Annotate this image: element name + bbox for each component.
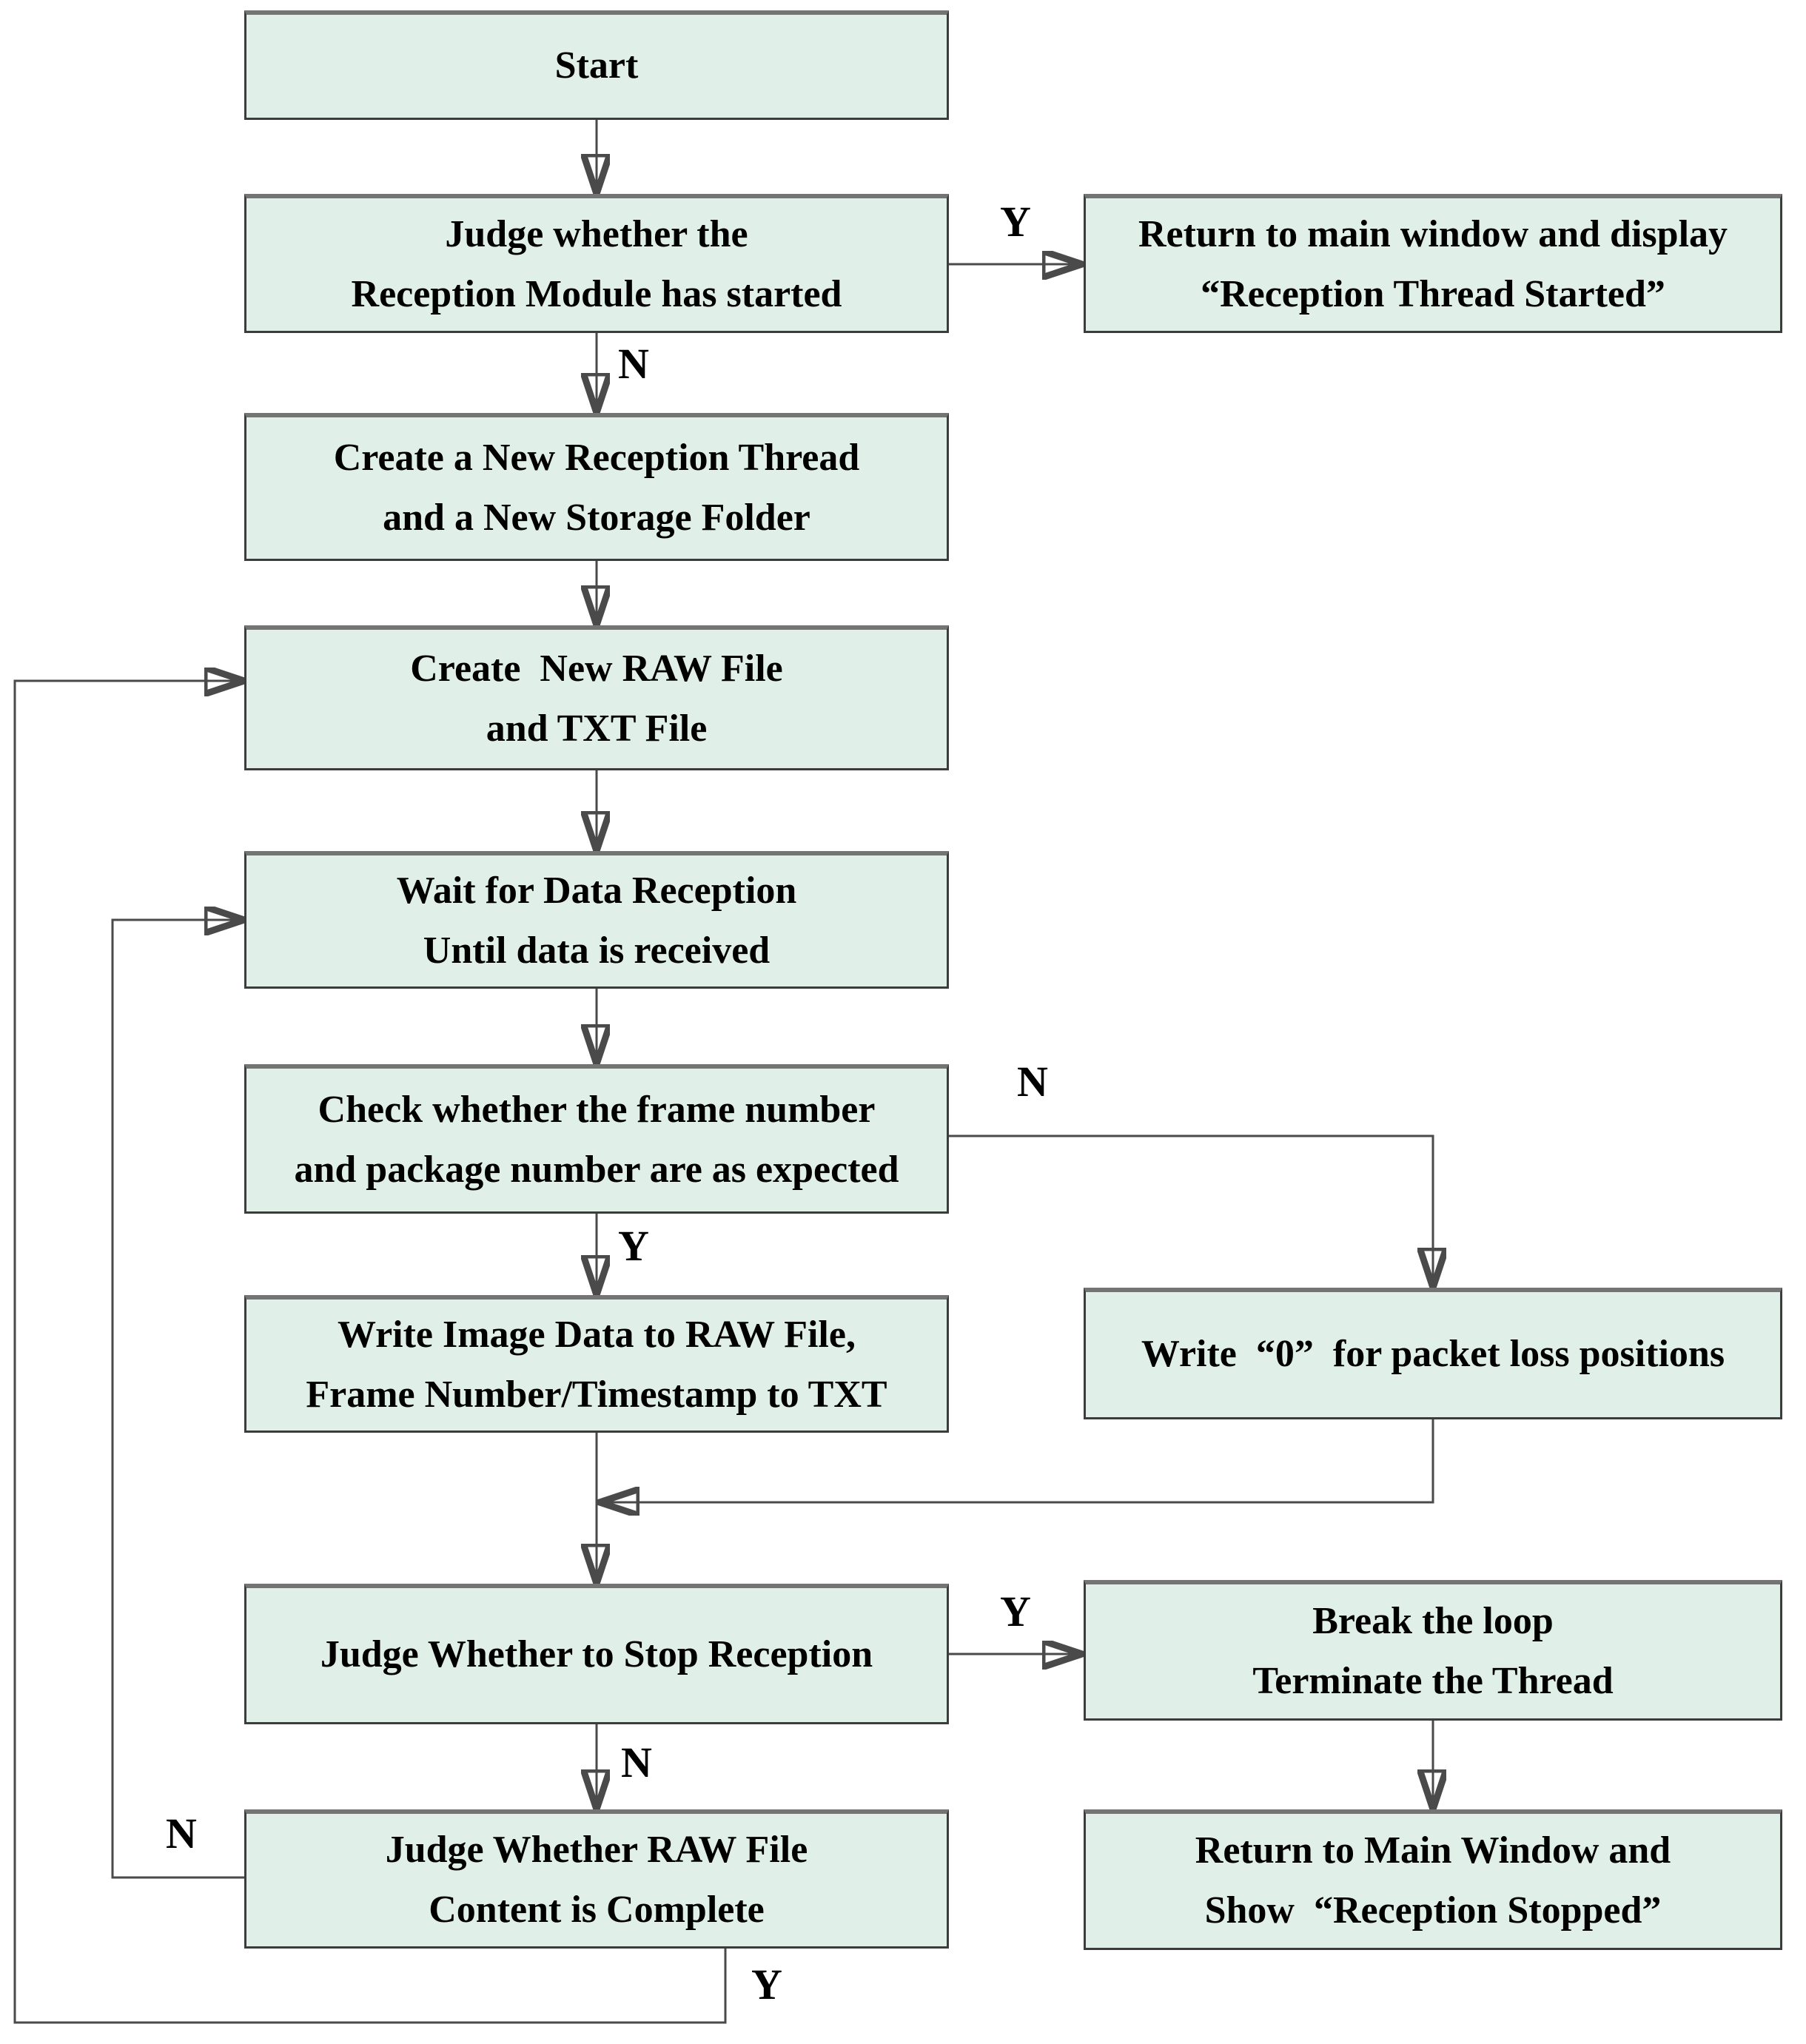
node-wait-for-data: Wait for Data Reception Until data is re…: [244, 851, 949, 989]
edge-label-n-module-started: N: [618, 340, 649, 388]
node-return-thread-started: Return to main window and display “Recep…: [1084, 194, 1782, 333]
node-return-reception-stopped: Return to Main Window and Show “Receptio…: [1084, 1809, 1782, 1950]
edge-label-y-check-numbers: Y: [618, 1222, 649, 1270]
node-start: Start: [244, 10, 949, 120]
edge-check-no-to-write-zero: [949, 1134, 1433, 1283]
edge-complete-yes-loop-to-create-files: [13, 681, 727, 2024]
edge-label-y-stop-reception: Y: [1000, 1587, 1031, 1635]
edge-label-y-raw-complete: Y: [751, 1960, 782, 2008]
node-write-zero-packet-loss: Write “0” for packet loss positions: [1084, 1288, 1782, 1419]
edge-label-n-raw-complete: N: [166, 1809, 197, 1858]
node-judge-module-started: Judge whether the Reception Module has s…: [244, 194, 949, 333]
edge-complete-no-loop-to-wait: [111, 920, 244, 1879]
edge-label-n-stop-reception: N: [621, 1738, 652, 1786]
node-check-frame-package: Check whether the frame number and packa…: [244, 1064, 949, 1214]
node-create-thread-folder: Create a New Reception Thread and a New …: [244, 413, 949, 561]
node-create-raw-txt: Create New RAW File and TXT File: [244, 625, 949, 770]
edge-label-n-check-numbers: N: [1017, 1058, 1048, 1106]
node-break-loop-terminate: Break the loop Terminate the Thread: [1084, 1580, 1782, 1721]
node-write-image-data: Write Image Data to RAW File, Frame Numb…: [244, 1295, 949, 1433]
edge-label-y-module-started: Y: [1000, 198, 1031, 246]
node-judge-raw-complete: Judge Whether RAW File Content is Comple…: [244, 1809, 949, 1949]
node-judge-stop-reception: Judge Whether to Stop Reception: [244, 1584, 949, 1724]
edge-write-zero-merge: [604, 1419, 1434, 1502]
